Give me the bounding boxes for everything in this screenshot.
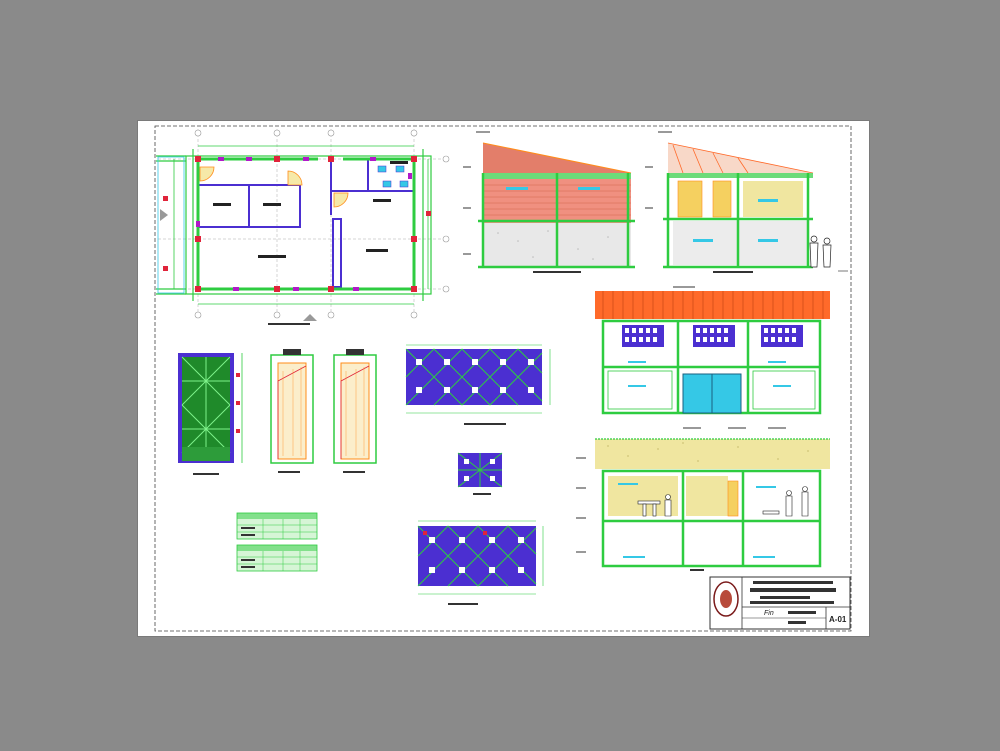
front-elevation [463, 131, 635, 273]
rear-window-lattice [622, 325, 803, 347]
drawing-sheet: Fin A-01 [138, 121, 869, 636]
side-section [645, 131, 848, 273]
door-detail-1 [270, 349, 314, 473]
floor-plan [156, 129, 450, 325]
lattice-panel-2 [417, 520, 544, 605]
sheet-border [154, 125, 852, 632]
crest-logo [713, 581, 739, 617]
cad-drawing [154, 125, 852, 632]
lattice-panel-small [457, 452, 503, 495]
door-detail-2 [333, 349, 377, 473]
schedule-tables [236, 512, 318, 572]
title-block [709, 576, 851, 630]
window-detail [178, 353, 243, 475]
lattice-panel-1 [405, 344, 551, 425]
rear-elevation [595, 286, 830, 415]
sheet-number: A-01 [829, 615, 847, 624]
title-block-tag: Fin [764, 610, 774, 617]
longitudinal-section [576, 427, 830, 571]
